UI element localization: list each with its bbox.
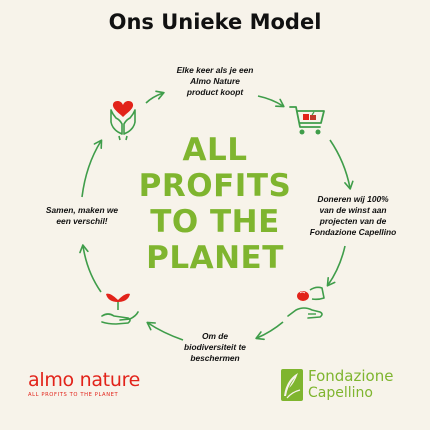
arrow-bottom-to-plant [146, 321, 184, 341]
step-text-line: van de winst aan [319, 205, 387, 215]
arrow-heart-to-top [145, 90, 165, 104]
step-buy-label: Elke keer als je een Almo Nature product… [160, 65, 270, 98]
arrow-left-to-heart [81, 139, 103, 198]
arrow-top-to-cart [257, 95, 285, 108]
arrow-right-to-seed [326, 245, 346, 287]
step-biodiversity-label: Om de biodiversiteit te beschermen [165, 331, 265, 364]
almo-nature-logo: almo nature ALL PROFITS TO THE PLANET [28, 369, 141, 398]
fondazione-logo-line2: Capellino [308, 385, 373, 401]
slogan-line: PLANET [146, 240, 284, 276]
center-slogan: ALL PROFITS TO THE PLANET [115, 132, 315, 276]
heart-hands-icon [110, 100, 136, 141]
step-text-line: Fondazione Capellino [309, 227, 397, 237]
arrow-seed-to-bottom [255, 321, 284, 341]
step-text-line: Doneren wij 100% [317, 194, 389, 204]
hand-with-seed-icon [287, 286, 325, 319]
step-text-line: Samen, maken we [45, 205, 119, 215]
almo-logo-name: almo nature [28, 369, 141, 391]
step-text-line: beschermen [190, 353, 240, 363]
slogan-line: TO THE [150, 204, 280, 240]
step-text-line: product koopt [186, 87, 244, 97]
step-text-line: Elke keer als je een [176, 65, 254, 75]
step-text-line: Almo Nature [190, 76, 240, 86]
step-text-line: biodiversiteit te [184, 342, 246, 352]
fondazione-leaf-icon [281, 369, 303, 401]
slogan-line: ALL [182, 132, 248, 168]
seedling-hand-icon [101, 293, 139, 325]
step-text-line: projecten van de [319, 216, 387, 226]
step-together-label: Samen, maken we een verschil! [32, 205, 132, 227]
fondazione-logo-line1: Fondazione [308, 367, 394, 385]
shopping-cart-icon [289, 106, 325, 135]
page-title: Ons Unieke Model [108, 10, 322, 34]
arrow-plant-to-left [79, 244, 102, 293]
step-donate-label: Doneren wij 100% van de winst aan projec… [298, 194, 408, 238]
slogan-line: PROFITS [138, 168, 292, 204]
step-text-line: een verschil! [56, 216, 108, 226]
step-text-line: Om de [201, 331, 229, 341]
arrow-cart-to-right [329, 139, 354, 190]
almo-logo-tagline: ALL PROFITS TO THE PLANET [28, 392, 119, 398]
